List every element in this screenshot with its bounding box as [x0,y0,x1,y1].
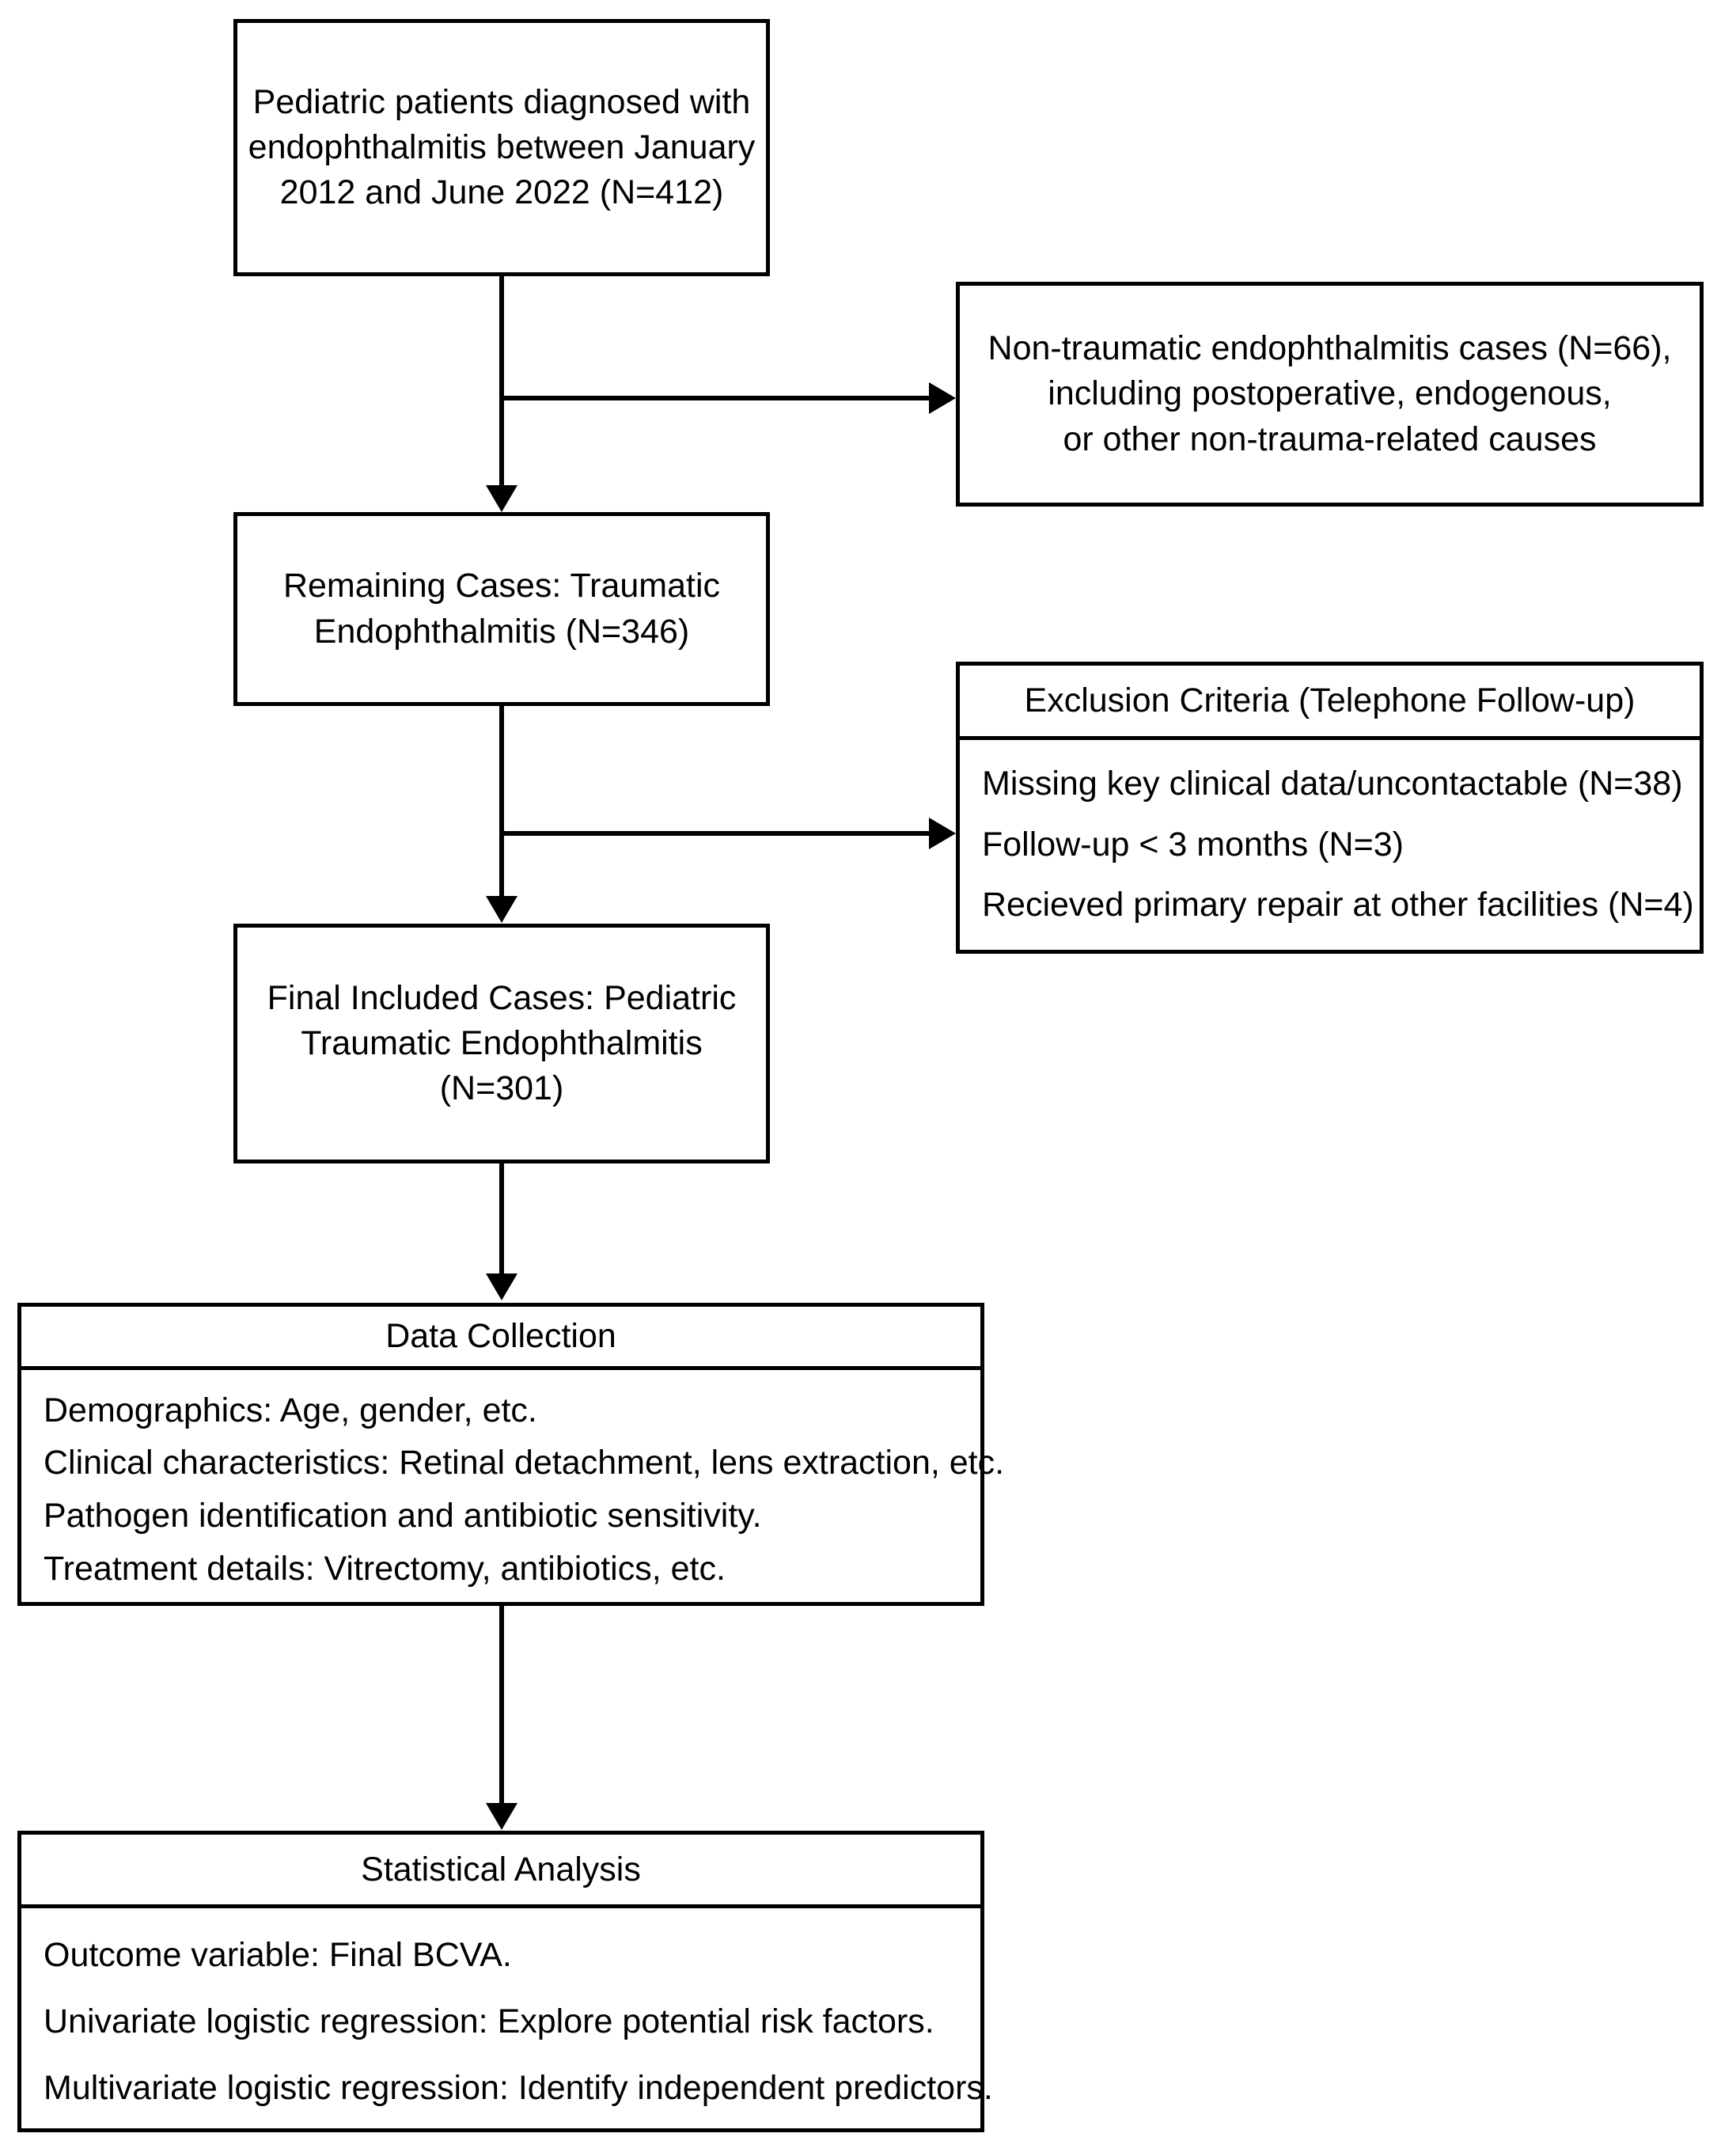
box-statistical-analysis: Statistical Analysis Outcome variable: F… [17,1831,993,2132]
exclusion-criteria-item: Follow-up < 3 months (N=3) [982,825,1404,864]
statistical-analysis-item: Univariate logistic regression: Explore … [44,2002,934,2041]
box-exclusion-criteria: Exclusion Criteria (Telephone Follow-up)… [956,662,1704,954]
box-data-collection-body: Demographics: Age, gender, etc. Clinical… [21,1370,1005,1610]
connector-data-collection-to-statistics [499,1606,504,1805]
box-final-included-line-2: Traumatic Endophthalmitis (N=301) [301,1023,703,1108]
box-data-collection: Data Collection Demographics: Age, gende… [17,1303,1004,1606]
arrowhead-data-collection-to-statistics [486,1803,517,1830]
connector-final-to-data-collection [499,1163,504,1278]
box-exclusion-criteria-body: Missing key clinical data/uncontactable … [960,740,1700,950]
box-final-included-text: Final Included Cases: Pediatric Traumati… [237,976,766,1112]
box-statistical-analysis-header: Statistical Analysis [21,1835,980,1908]
data-collection-item: Treatment details: Vitrectomy, antibioti… [44,1549,726,1588]
arrowhead-remaining-to-final [486,896,517,923]
box-statistical-analysis-body: Outcome variable: Final BCVA. Univariate… [21,1908,993,2136]
box-statistical-analysis-header-label: Statistical Analysis [361,1850,641,1888]
box-excluded-nontraumatic: Non-traumatic endophthalmitis cases (N=6… [956,282,1704,507]
arrowhead-to-nontraumatic [929,382,956,414]
box-data-collection-header: Data Collection [21,1307,980,1370]
box-final-included-line-1: Final Included Cases: Pediatric [267,978,737,1017]
data-collection-item: Pathogen identification and antibiotic s… [44,1497,762,1535]
statistical-analysis-item: Multivariate logistic regression: Identi… [44,2069,993,2108]
box-exclusion-criteria-header-label: Exclusion Criteria (Telephone Follow-up) [1024,681,1636,719]
box-excluded-nontraumatic-line-2: including postoperative, endogenous, [1048,374,1612,413]
box-remaining-cases-line-2: Endophthalmitis (N=346) [313,612,690,651]
box-enrollment-text: Pediatric patients diagnosed with endoph… [248,80,756,216]
box-exclusion-criteria-header: Exclusion Criteria (Telephone Follow-up) [960,666,1700,740]
box-data-collection-header-label: Data Collection [385,1317,616,1355]
box-enrollment-line-1: Pediatric patients diagnosed with [252,82,751,121]
box-remaining-cases: Remaining Cases: Traumatic Endophthalmit… [233,512,770,706]
box-remaining-cases-text: Remaining Cases: Traumatic Endophthalmit… [283,564,720,654]
statistical-analysis-item: Outcome variable: Final BCVA. [44,1936,512,1975]
box-final-included: Final Included Cases: Pediatric Traumati… [233,924,770,1163]
box-excluded-nontraumatic-text: Non-traumatic endophthalmitis cases (N=6… [988,326,1672,462]
box-remaining-cases-line-1: Remaining Cases: Traumatic [282,567,721,605]
box-enrollment-line-3: 2012 and June 2022 (N=412) [279,173,724,212]
arrowhead-to-exclusion-criteria [929,818,956,849]
connector-to-exclusion-criteria [499,831,934,836]
connector-remaining-to-final [499,706,504,902]
exclusion-criteria-item: Missing key clinical data/uncontactable … [982,765,1683,803]
exclusion-criteria-item: Recieved primary repair at other facilit… [982,886,1694,924]
arrowhead-enrollment-to-remaining [486,485,517,512]
box-enrollment: Pediatric patients diagnosed with endoph… [233,19,770,276]
data-collection-item: Demographics: Age, gender, etc. [44,1391,537,1429]
box-excluded-nontraumatic-line-1: Non-traumatic endophthalmitis cases (N=6… [987,329,1672,368]
connector-enrollment-to-remaining [499,276,504,492]
box-excluded-nontraumatic-line-3: or other non-trauma-related causes [1063,419,1597,458]
box-enrollment-line-2: endophthalmitis between January [248,127,756,166]
connector-to-nontraumatic [499,396,934,400]
data-collection-item: Clinical characteristics: Retinal detach… [44,1444,1005,1482]
arrowhead-final-to-data-collection [486,1273,517,1300]
